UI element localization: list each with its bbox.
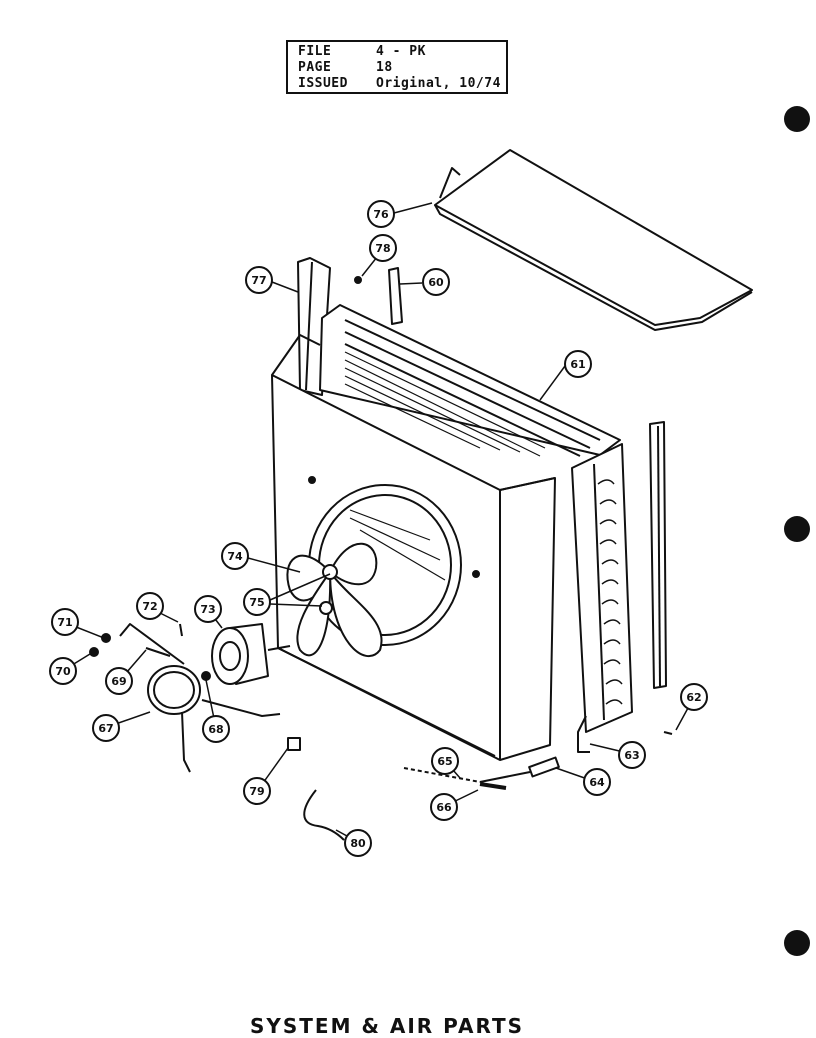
callout-label: 63	[624, 749, 639, 762]
drier-64	[479, 756, 560, 783]
callout-67: 67	[92, 714, 120, 742]
callout-label: 72	[142, 600, 157, 613]
tube-insulation-66	[479, 782, 507, 790]
callout-69: 69	[105, 667, 133, 695]
callout-65: 65	[431, 747, 459, 775]
side-bracket-right	[649, 421, 667, 689]
issued-value: Original, 10/74	[376, 76, 501, 91]
callout-label: 62	[686, 691, 701, 704]
suction-tube-63	[577, 715, 590, 753]
file-info-box: FILE 4 - PK PAGE 18 ISSUED Original, 10/74	[286, 40, 508, 94]
file-label: FILE	[298, 44, 332, 59]
hardware-clip-79	[287, 737, 301, 751]
callout-label: 64	[589, 776, 605, 789]
callout-label: 68	[208, 723, 223, 736]
callout-label: 60	[428, 276, 444, 289]
hardware-nut-68	[201, 671, 211, 681]
fan-orifice-shadow	[349, 509, 446, 581]
callout-label: 79	[249, 785, 264, 798]
callout-bubbles: 76 78 77 60 61 74 75 73 72 71 70 69 67 6…	[49, 200, 708, 857]
file-value: 4 - PK	[376, 44, 426, 59]
callout-73: 73	[194, 595, 222, 623]
issued-row: ISSUED Original, 10/74	[298, 76, 501, 91]
callout-label: 69	[111, 675, 126, 688]
callout-label: 75	[249, 596, 264, 609]
binder-hole-bottom	[784, 930, 810, 956]
callout-80: 80	[344, 829, 372, 857]
callout-label: 74	[227, 550, 243, 563]
callout-label: 66	[436, 801, 452, 814]
binder-hole-top	[784, 106, 810, 132]
fan-motor	[211, 623, 291, 685]
coil-fins	[344, 351, 546, 457]
hardware-screw-62	[663, 731, 673, 735]
callout-label: 61	[570, 358, 585, 371]
page-label: PAGE	[298, 60, 332, 75]
issued-label: ISSUED	[298, 76, 348, 91]
callout-72: 72	[136, 592, 164, 620]
callout-label: 65	[437, 755, 452, 768]
section-title: SYSTEM & AIR PARTS	[250, 1014, 524, 1038]
condenser-coil	[319, 304, 621, 457]
hardware-screw-78	[354, 276, 362, 284]
binder-hole-middle	[784, 516, 810, 542]
callout-66: 66	[430, 793, 458, 821]
callout-63: 63	[618, 741, 646, 769]
callout-label: 73	[200, 603, 215, 616]
callout-label: 77	[251, 274, 266, 287]
fan-shroud-panel	[271, 334, 556, 761]
top-cover-panel	[434, 149, 753, 331]
capillary-tube-65	[403, 767, 481, 783]
callout-61: 61	[564, 350, 592, 378]
callout-71: 71	[51, 608, 79, 636]
callout-68: 68	[202, 715, 230, 743]
callout-60: 60	[422, 268, 450, 296]
callout-77: 77	[245, 266, 273, 294]
callout-label: 67	[98, 722, 113, 735]
corner-post-small	[388, 267, 403, 325]
callout-64: 64	[583, 768, 611, 796]
callout-62: 62	[680, 683, 708, 711]
callout-label: 76	[373, 208, 389, 221]
callout-79: 79	[243, 777, 271, 805]
callout-74: 74	[221, 542, 249, 570]
hardware-screw-72	[179, 623, 183, 637]
callout-label: 78	[375, 242, 390, 255]
callout-78-top: 78	[369, 234, 397, 262]
callout-76: 76	[367, 200, 395, 228]
callout-label: 71	[57, 616, 72, 629]
page-row: PAGE 18	[298, 60, 393, 75]
hardware-bolt-69	[145, 647, 171, 657]
wire-lead-80	[303, 789, 345, 841]
page-value: 18	[376, 60, 393, 75]
hardware-nut-70	[89, 647, 99, 657]
coil-end-sheet	[571, 443, 633, 733]
callout-label: 80	[350, 837, 366, 850]
fan-blade	[286, 542, 383, 657]
motor-mount-ring	[147, 665, 281, 773]
coil-return-bends	[597, 479, 623, 705]
motor-bracket-arm	[119, 623, 185, 665]
callout-70: 70	[49, 657, 77, 685]
file-row: FILE 4 - PK	[298, 44, 426, 59]
callout-75: 75	[243, 588, 271, 616]
callout-label: 70	[55, 665, 71, 678]
